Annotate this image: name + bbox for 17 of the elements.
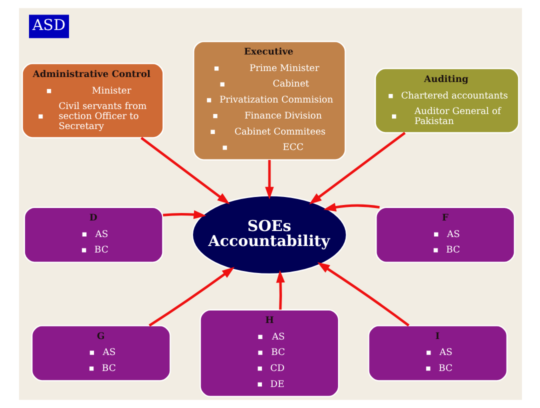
node-box: Administrative Control Minister Civil servants from section Officer to Secretary [21, 62, 164, 138]
node-box: G AS BC [30, 325, 170, 382]
arrow [276, 270, 284, 310]
node-box: I AS BC [368, 325, 508, 382]
arrow [162, 210, 206, 219]
node-box: D AS BC [23, 206, 163, 263]
arrow [148, 266, 234, 327]
arrow [316, 262, 409, 327]
arrow [322, 202, 380, 212]
node-box: Executive Prime Minister Cabinet Privatization Commision Finance Division Cabinet Commitees ECC [192, 40, 346, 160]
node-box: F AS BC [375, 206, 515, 263]
node-box: H AS BC CD DE [199, 309, 339, 398]
arrow [308, 132, 406, 204]
arrow [264, 160, 274, 200]
node-box: Auditing Chartered accountants Auditor General of Pakistan [374, 68, 519, 134]
arrow [140, 136, 230, 204]
diagram-title: ASD [32, 16, 65, 34]
